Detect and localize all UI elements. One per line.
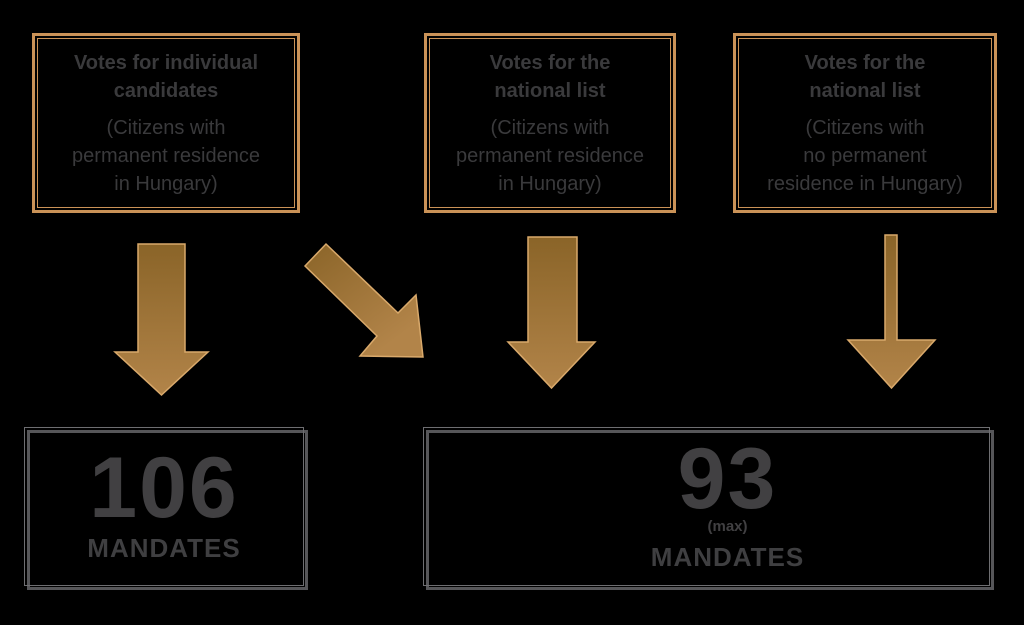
source-box-subtitle: (Citizens with permanent residence in Hu… xyxy=(456,116,644,195)
diagonal-arrow-icon xyxy=(303,242,424,358)
source-box-title: Votes for individual candidates xyxy=(73,51,259,102)
source-box-inner-frame: Votes for individual candidates (Citizen… xyxy=(37,38,295,208)
source-box-national-list-nonresidents: Votes for the national list (Citizens wi… xyxy=(733,33,997,213)
result-box-content: 106 MANDATES xyxy=(24,427,304,586)
source-box-inner-frame: Votes for the national list (Citizens wi… xyxy=(738,38,992,208)
mandate-count: 93 xyxy=(677,430,778,527)
max-qualifier: (max) xyxy=(707,518,748,536)
down-arrow-icon xyxy=(506,236,597,390)
source-box-title: Votes for the national list xyxy=(489,51,611,102)
result-box-thick-frame xyxy=(27,430,308,590)
source-box-inner-frame: Votes for the national list (Citizens wi… xyxy=(429,38,671,208)
mandate-label: MANDATES xyxy=(87,532,241,563)
result-box-thin-frame xyxy=(423,427,990,586)
result-box-individual-mandates: 106 MANDATES xyxy=(24,427,308,590)
result-box-content: 93 (max) MANDATES xyxy=(444,427,1011,586)
down-arrow-icon xyxy=(113,243,210,397)
source-box-subtitle: (Citizens with no permanent residence in… xyxy=(767,116,963,195)
mandate-label: MANDATES xyxy=(650,541,805,572)
source-box-subtitle: (Citizens with permanent residence in Hu… xyxy=(72,116,260,195)
result-box-thin-frame xyxy=(24,427,304,586)
result-box-thick-frame xyxy=(426,430,994,590)
source-box-individual-votes: Votes for individual candidates (Citizen… xyxy=(32,33,300,213)
source-box-title: Votes for the national list xyxy=(804,51,926,102)
source-box-national-list-residents: Votes for the national list (Citizens wi… xyxy=(424,33,676,213)
mandate-count: 106 xyxy=(89,439,239,536)
result-box-list-mandates: 93 (max) MANDATES xyxy=(423,427,994,590)
down-arrow-thin-icon xyxy=(846,234,937,390)
